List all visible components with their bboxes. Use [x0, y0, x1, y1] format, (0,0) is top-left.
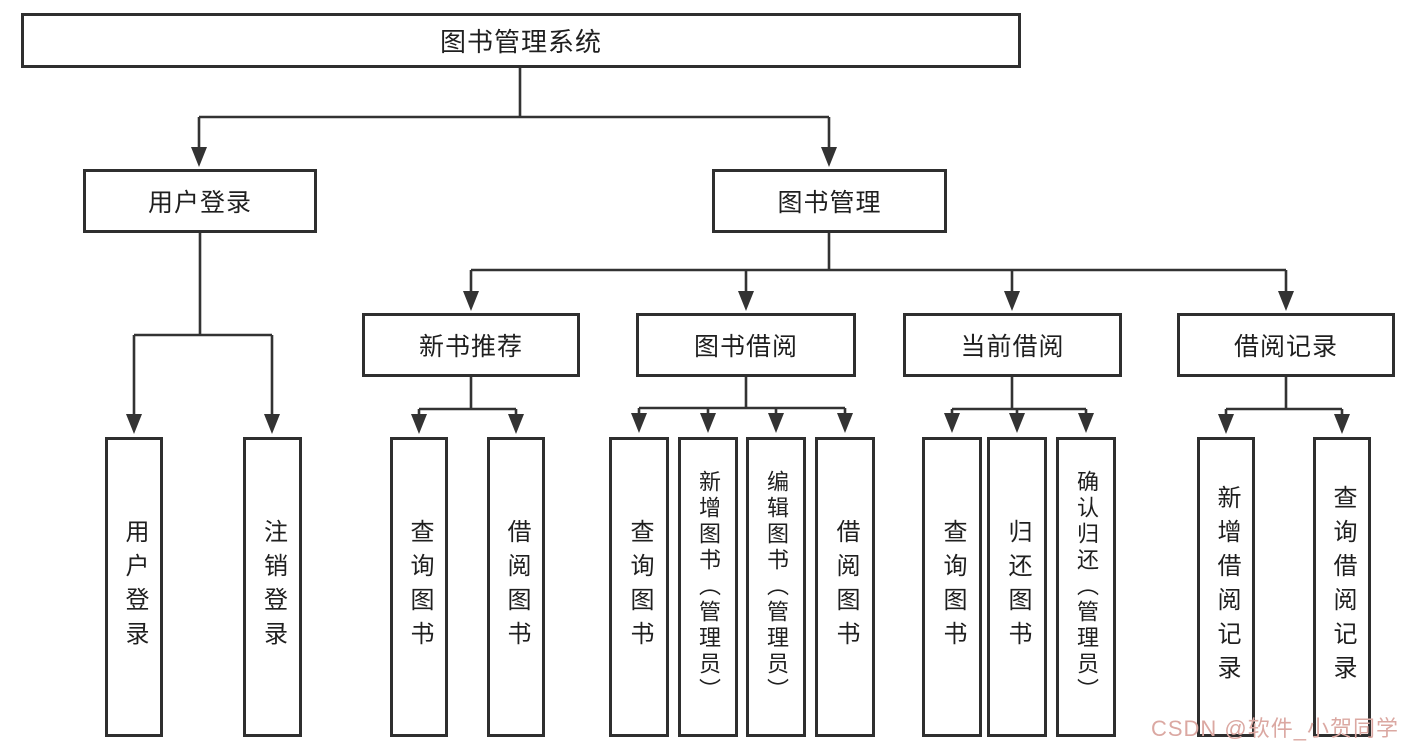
- node-label: 新增借阅记录: [1213, 485, 1240, 689]
- leaf-edit-books-admin: 编辑图书（管理员）: [746, 437, 806, 737]
- leaf-confirm-return-admin: 确认归还（管理员）: [1056, 437, 1116, 737]
- leaf-add-borrow-record: 新增借阅记录: [1197, 437, 1255, 737]
- node-library-management-system: 图书管理系统: [21, 13, 1021, 68]
- node-label: 图书借阅: [693, 333, 798, 361]
- node-book-borrowing: 图书借阅: [636, 313, 856, 377]
- node-label: 用户登录: [121, 519, 148, 655]
- node-label: 查询图书: [406, 519, 433, 655]
- leaf-add-books-admin: 新增图书（管理员）: [678, 437, 738, 737]
- node-label: 编辑图书（管理员）: [764, 470, 789, 704]
- leaf-search-books-current: 查询图书: [922, 437, 982, 737]
- node-label: 归还图书: [1004, 519, 1031, 655]
- leaf-return-books: 归还图书: [987, 437, 1047, 737]
- node-label: 确认归还（管理员）: [1074, 470, 1099, 704]
- node-new-book-recommendation: 新书推荐: [362, 313, 580, 377]
- node-label: 图书管理: [777, 189, 882, 217]
- node-label: 借阅图书: [503, 519, 530, 655]
- node-label: 查询图书: [626, 519, 653, 655]
- leaf-search-books-borrowing: 查询图书: [609, 437, 669, 737]
- leaf-logout: 注销登录: [243, 437, 302, 737]
- leaf-search-borrow-record: 查询借阅记录: [1313, 437, 1371, 737]
- node-label: 当前借阅: [960, 333, 1065, 361]
- node-current-borrowing: 当前借阅: [903, 313, 1122, 377]
- connector-paths: [132, 68, 1344, 416]
- node-label: 借阅记录: [1233, 333, 1338, 361]
- node-label: 注销登录: [259, 519, 287, 655]
- node-label: 用户登录: [147, 189, 252, 217]
- leaf-search-books-recommend: 查询图书: [390, 437, 448, 737]
- node-book-management: 图书管理: [712, 169, 947, 233]
- leaf-borrow-books-recommend: 借阅图书: [487, 437, 545, 737]
- csdn-watermark: CSDN @软件_小贺同学: [1150, 716, 1399, 741]
- leaf-borrow-books: 借阅图书: [815, 437, 875, 737]
- leaf-user-login: 用户登录: [105, 437, 163, 737]
- node-label: 新增图书（管理员）: [696, 470, 721, 704]
- node-label: 查询图书: [939, 519, 966, 655]
- node-label: 新书推荐: [418, 333, 523, 361]
- node-user-login: 用户登录: [83, 169, 317, 233]
- node-label: 借阅图书: [832, 519, 859, 655]
- node-borrowing-records: 借阅记录: [1177, 313, 1395, 377]
- node-label: 图书管理系统: [439, 27, 602, 57]
- node-label: 查询借阅记录: [1329, 485, 1356, 689]
- arrowheads: [126, 147, 1350, 434]
